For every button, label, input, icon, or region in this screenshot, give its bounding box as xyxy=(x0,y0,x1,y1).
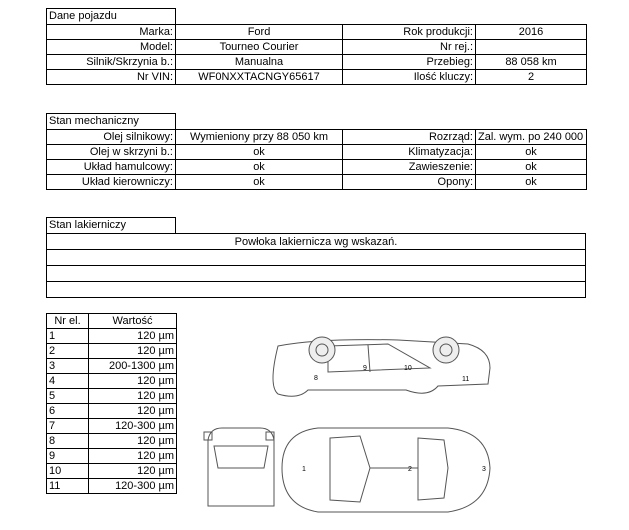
mechanical-row-value: ok xyxy=(175,159,343,175)
element-number: 4 xyxy=(46,373,89,389)
car-damage-diagram: 8 9 10 11 1 2 3 xyxy=(203,336,491,513)
vehicle-row-value: 2 xyxy=(475,69,587,85)
vehicle-row-value: Manualna xyxy=(175,54,343,70)
paint-blank-row xyxy=(46,265,586,282)
mechanical-row-value: ok xyxy=(175,174,343,190)
car-side-view xyxy=(272,336,491,397)
element-number: 1 xyxy=(46,328,89,344)
paint-section-header: Stan lakierniczy xyxy=(46,217,176,233)
vehicle-row-label: Rok produkcji: xyxy=(342,24,476,40)
mechanical-row-label: Układ hamulcowy: xyxy=(46,159,176,175)
element-number: 5 xyxy=(46,388,89,404)
mechanical-row-label: Olej w skrzyni b.: xyxy=(46,144,176,160)
mechanical-table: Olej silnikowy:Wymieniony przy 88 050 km… xyxy=(46,129,587,190)
mechanical-row-value: ok xyxy=(175,144,343,160)
element-number: 6 xyxy=(46,403,89,419)
element-number: 10 xyxy=(46,463,89,479)
vehicle-row-value xyxy=(475,39,587,55)
diagram-label-11: 11 xyxy=(462,376,469,383)
col-header-value: Wartość xyxy=(88,313,177,329)
paint-blank-row xyxy=(46,249,586,266)
thickness-value: 120 µm xyxy=(88,448,177,464)
mechanical-row-label: Klimatyzacja: xyxy=(342,144,476,160)
mechanical-row-label: Opony: xyxy=(342,174,476,190)
diagram-label-8: 8 xyxy=(314,375,318,382)
thickness-value: 120 µm xyxy=(88,463,177,479)
mechanical-row-value: ok xyxy=(475,174,587,190)
mechanical-row-value: ok xyxy=(475,144,587,160)
vehicle-row-label: Przebieg: xyxy=(342,54,476,70)
car-top-view xyxy=(281,427,491,513)
diagram-label-10: 10 xyxy=(404,365,412,372)
thickness-value: 120 µm xyxy=(88,373,177,389)
car-front-view xyxy=(203,427,275,507)
vehicle-row-value: Tourneo Courier xyxy=(175,39,343,55)
vehicle-row-label: Ilość kluczy: xyxy=(342,69,476,85)
mechanical-row-label: Zawieszenie: xyxy=(342,159,476,175)
diagram-label-3: 3 xyxy=(482,466,486,473)
vehicle-row-value: WF0NXXTACNGY65617 xyxy=(175,69,343,85)
element-number: 11 xyxy=(46,478,89,494)
element-number: 3 xyxy=(46,358,89,374)
diagram-label-1: 1 xyxy=(302,466,306,473)
vehicle-row-label: Marka: xyxy=(46,24,176,40)
mechanical-row-label: Rozrząd: xyxy=(342,129,476,145)
paint-table: Powłoka lakiernicza wg wskazań. xyxy=(46,233,586,298)
mechanical-row-value: Wymieniony przy 88 050 km xyxy=(175,129,343,145)
vehicle-row-label: Nr rej.: xyxy=(342,39,476,55)
element-number: 8 xyxy=(46,433,89,449)
mechanical-section-header: Stan mechaniczny xyxy=(46,113,176,129)
thickness-value: 120 µm xyxy=(88,343,177,359)
thickness-value: 120 µm xyxy=(88,328,177,344)
mechanical-row-label: Olej silnikowy: xyxy=(46,129,176,145)
vehicle-section-header: Dane pojazdu xyxy=(46,8,176,24)
vehicle-row-label: Model: xyxy=(46,39,176,55)
thickness-value: 120-300 µm xyxy=(88,418,177,434)
mechanical-row-value: Zal. wym. po 240 000 km xyxy=(475,129,587,145)
thickness-value: 120 µm xyxy=(88,433,177,449)
element-number: 7 xyxy=(46,418,89,434)
paint-note: Powłoka lakiernicza wg wskazań. xyxy=(46,233,586,250)
col-header-element: Nr el. xyxy=(46,313,89,329)
element-number: 9 xyxy=(46,448,89,464)
element-number: 2 xyxy=(46,343,89,359)
thickness-value: 120-300 µm xyxy=(88,478,177,494)
diagram-label-2: 2 xyxy=(408,466,412,473)
vehicle-row-label: Silnik/Skrzynia b.: xyxy=(46,54,176,70)
vehicle-row-value: Ford xyxy=(175,24,343,40)
thickness-value: 120 µm xyxy=(88,388,177,404)
paint-blank-row xyxy=(46,281,586,298)
diagram-label-9: 9 xyxy=(363,365,367,372)
vehicle-row-label: Nr VIN: xyxy=(46,69,176,85)
vehicle-row-value: 88 058 km xyxy=(475,54,587,70)
mechanical-row: Olej silnikowy:Wymieniony przy 88 050 km… xyxy=(46,129,587,145)
thickness-value: 120 µm xyxy=(88,403,177,419)
thickness-value: 200-1300 µm xyxy=(88,358,177,374)
mechanical-row-label: Układ kierowniczy: xyxy=(46,174,176,190)
vehicle-row-value: 2016 xyxy=(475,24,587,40)
mechanical-row-value: ok xyxy=(475,159,587,175)
